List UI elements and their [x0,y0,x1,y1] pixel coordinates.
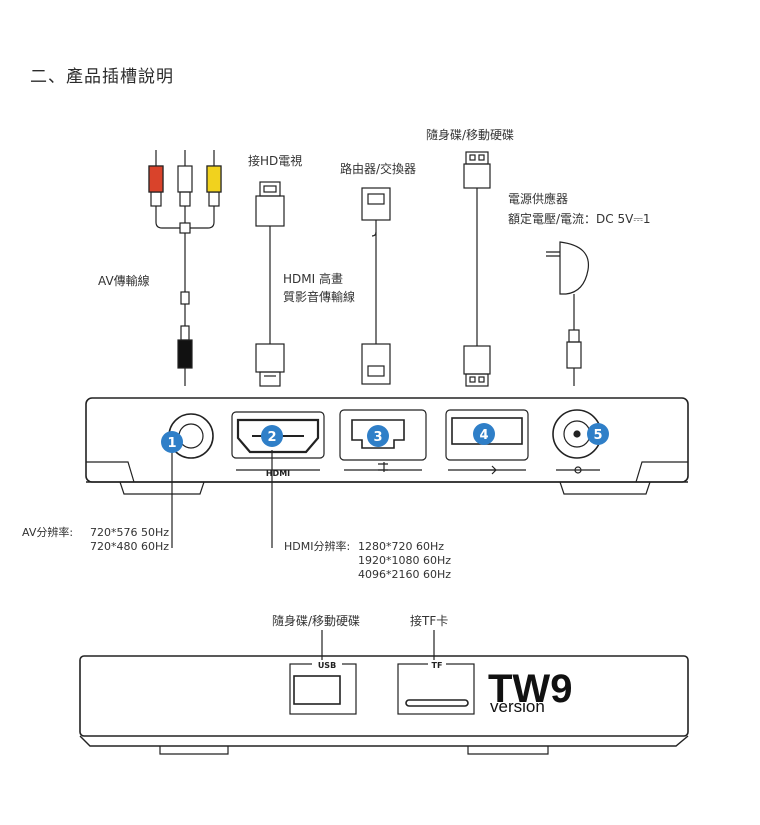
box-rear-panel [85,397,689,495]
brand-model: TW9 [488,667,572,711]
svg-text:3: 3 [373,430,382,445]
lan-cable-icon [361,187,391,385]
power-rating-label: 額定電壓/電流：DC 5V⎓1 [508,212,651,226]
svg-text:1: 1 [167,436,176,451]
usb-drive-label: 隨身碟/移動硬碟 [426,128,515,142]
svg-text:2: 2 [267,430,276,445]
av-resolution-value-1: 720*576 50Hz [90,526,170,539]
svg-text:5: 5 [593,428,602,443]
hdmi-resolution-value-1: 1280*720 60Hz [358,540,445,553]
hdmi-cable-label-2: 質影音傳輸線 [283,290,356,304]
svg-text:4: 4 [479,428,488,443]
front-usb-label: 隨身碟/移動硬碟 [272,614,361,628]
hdmi-resolution-value-3: 4096*2160 60Hz [358,568,452,581]
hdmi-cable-label-1: HDMI 高畫 [283,272,343,286]
box-front-panel [79,655,689,755]
tf-tag-bg [428,660,446,670]
badge-2: 2 [261,425,283,447]
brand-version: version [490,697,545,716]
lan-port [339,409,427,472]
hdmi-resolution-value-2: 1920*1080 60Hz [358,554,452,567]
av-cable-label: AV傳輸線 [98,274,150,288]
badge-5: 5 [587,423,609,445]
front-tf-slot [397,630,475,715]
hd-tv-label: 接HD電視 [248,154,303,168]
router-label: 路由器/交換器 [340,162,417,176]
hdmi-port-label: HDMI [266,469,290,478]
hdmi-cable-icon [255,181,285,387]
rca-red-plug [148,165,164,193]
power-adapter-icon [546,241,590,386]
section-title: 二、產品插槽說明 [30,67,174,87]
badge-3: 3 [367,425,389,447]
badge-4: 4 [473,423,495,445]
av-resolution-label: AV分辨率: [22,526,74,539]
usb-cable-icon [463,151,491,387]
front-usb-tag: USB [318,661,336,670]
front-tf-label: 接TF卡 [410,614,449,628]
hdmi-resolution-label: HDMI分辨率: [284,540,351,553]
av-resolution-value-2: 720*480 60Hz [90,540,170,553]
front-usb-slot [289,630,357,715]
power-supply-label: 電源供應器 [508,192,569,206]
badge-1: 1 [161,431,183,453]
front-tf-tag: TF [432,661,443,670]
usb-tag-bg [312,660,342,670]
rca-yellow-plug [206,165,222,193]
